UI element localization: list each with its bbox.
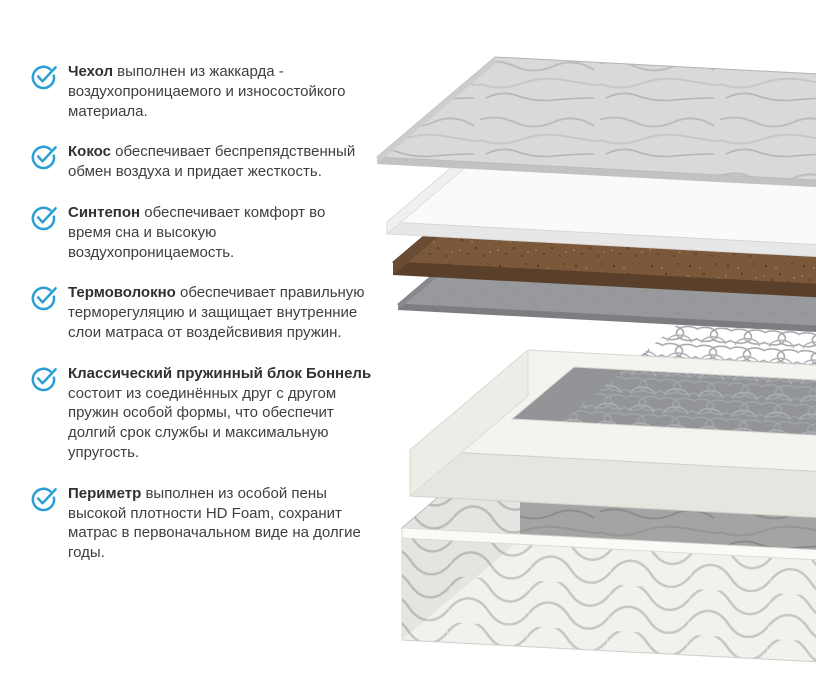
feature-item-coconut: Кокос обеспечивает беспрепядственный обм… [30, 142, 372, 182]
hd-foam-perimeter-layer [408, 349, 816, 518]
check-icon [30, 365, 57, 392]
feature-text: Термоволокно обеспечивает правильную тер… [68, 283, 372, 342]
feature-description: выполнен из особой пены высокой плотност… [68, 484, 361, 562]
check-icon [30, 204, 57, 231]
feature-list: Чехол выполнен из жаккарда - воздухопрон… [30, 62, 372, 584]
cover-front-face [377, 157, 816, 188]
feature-title: Периметр [68, 484, 142, 502]
feature-item-sintepon: Синтепон обеспечивает комфорт во время с… [30, 203, 372, 262]
feature-text: Чехол выполнен из жаккарда - воздухопрон… [68, 62, 372, 121]
coconut-front-face [393, 262, 816, 298]
base-border-tape [401, 527, 816, 561]
check-icon [30, 485, 57, 512]
feature-description: обеспечивает беспрепядственный обмен воз… [68, 143, 356, 181]
perimeter-left-face [409, 349, 529, 497]
cover-top-face [375, 56, 816, 181]
jacquard-cover-layer [375, 56, 816, 188]
check-icon [30, 284, 57, 311]
feature-item-perimeter: Периметр выполнен из особой пены высокой… [30, 484, 372, 563]
feature-title: Термоволокно [68, 284, 176, 302]
feature-description: обеспечивает комфорт во время сна и высо… [68, 203, 326, 261]
feature-title: Кокос [68, 143, 111, 161]
feature-title: Классический пружинный блок Боннель [68, 364, 372, 382]
thermofiber-front-face [398, 304, 816, 332]
feature-item-thermofiber: Термоволокно обеспечивает правильную тер… [30, 283, 372, 342]
feature-title: Синтепон [68, 203, 141, 221]
feature-text: Синтепон обеспечивает комфорт во время с… [68, 203, 372, 262]
cover-left-face [377, 57, 495, 164]
feature-item-cover: Чехол выполнен из жаккарда - воздухопрон… [30, 62, 372, 121]
feature-item-bonnell: Классический пружинный блок Боннель сост… [30, 364, 372, 463]
feature-text: Периметр выполнен из особой пены высокой… [68, 484, 372, 563]
feature-title: Чехол [68, 63, 113, 80]
check-icon [30, 63, 57, 90]
feature-description: состоит из соединённых друг с другом пру… [68, 384, 337, 461]
check-icon [30, 143, 57, 170]
feature-text: Кокос обеспечивает беспрепядственный обм… [68, 142, 372, 182]
feature-description: обеспечивает правильную терморегуляцию и… [68, 284, 365, 341]
feature-description: выполнен из жаккарда - воздухопроницаемо… [68, 63, 346, 120]
feature-text: Классический пружинный блок Боннель сост… [68, 364, 372, 463]
